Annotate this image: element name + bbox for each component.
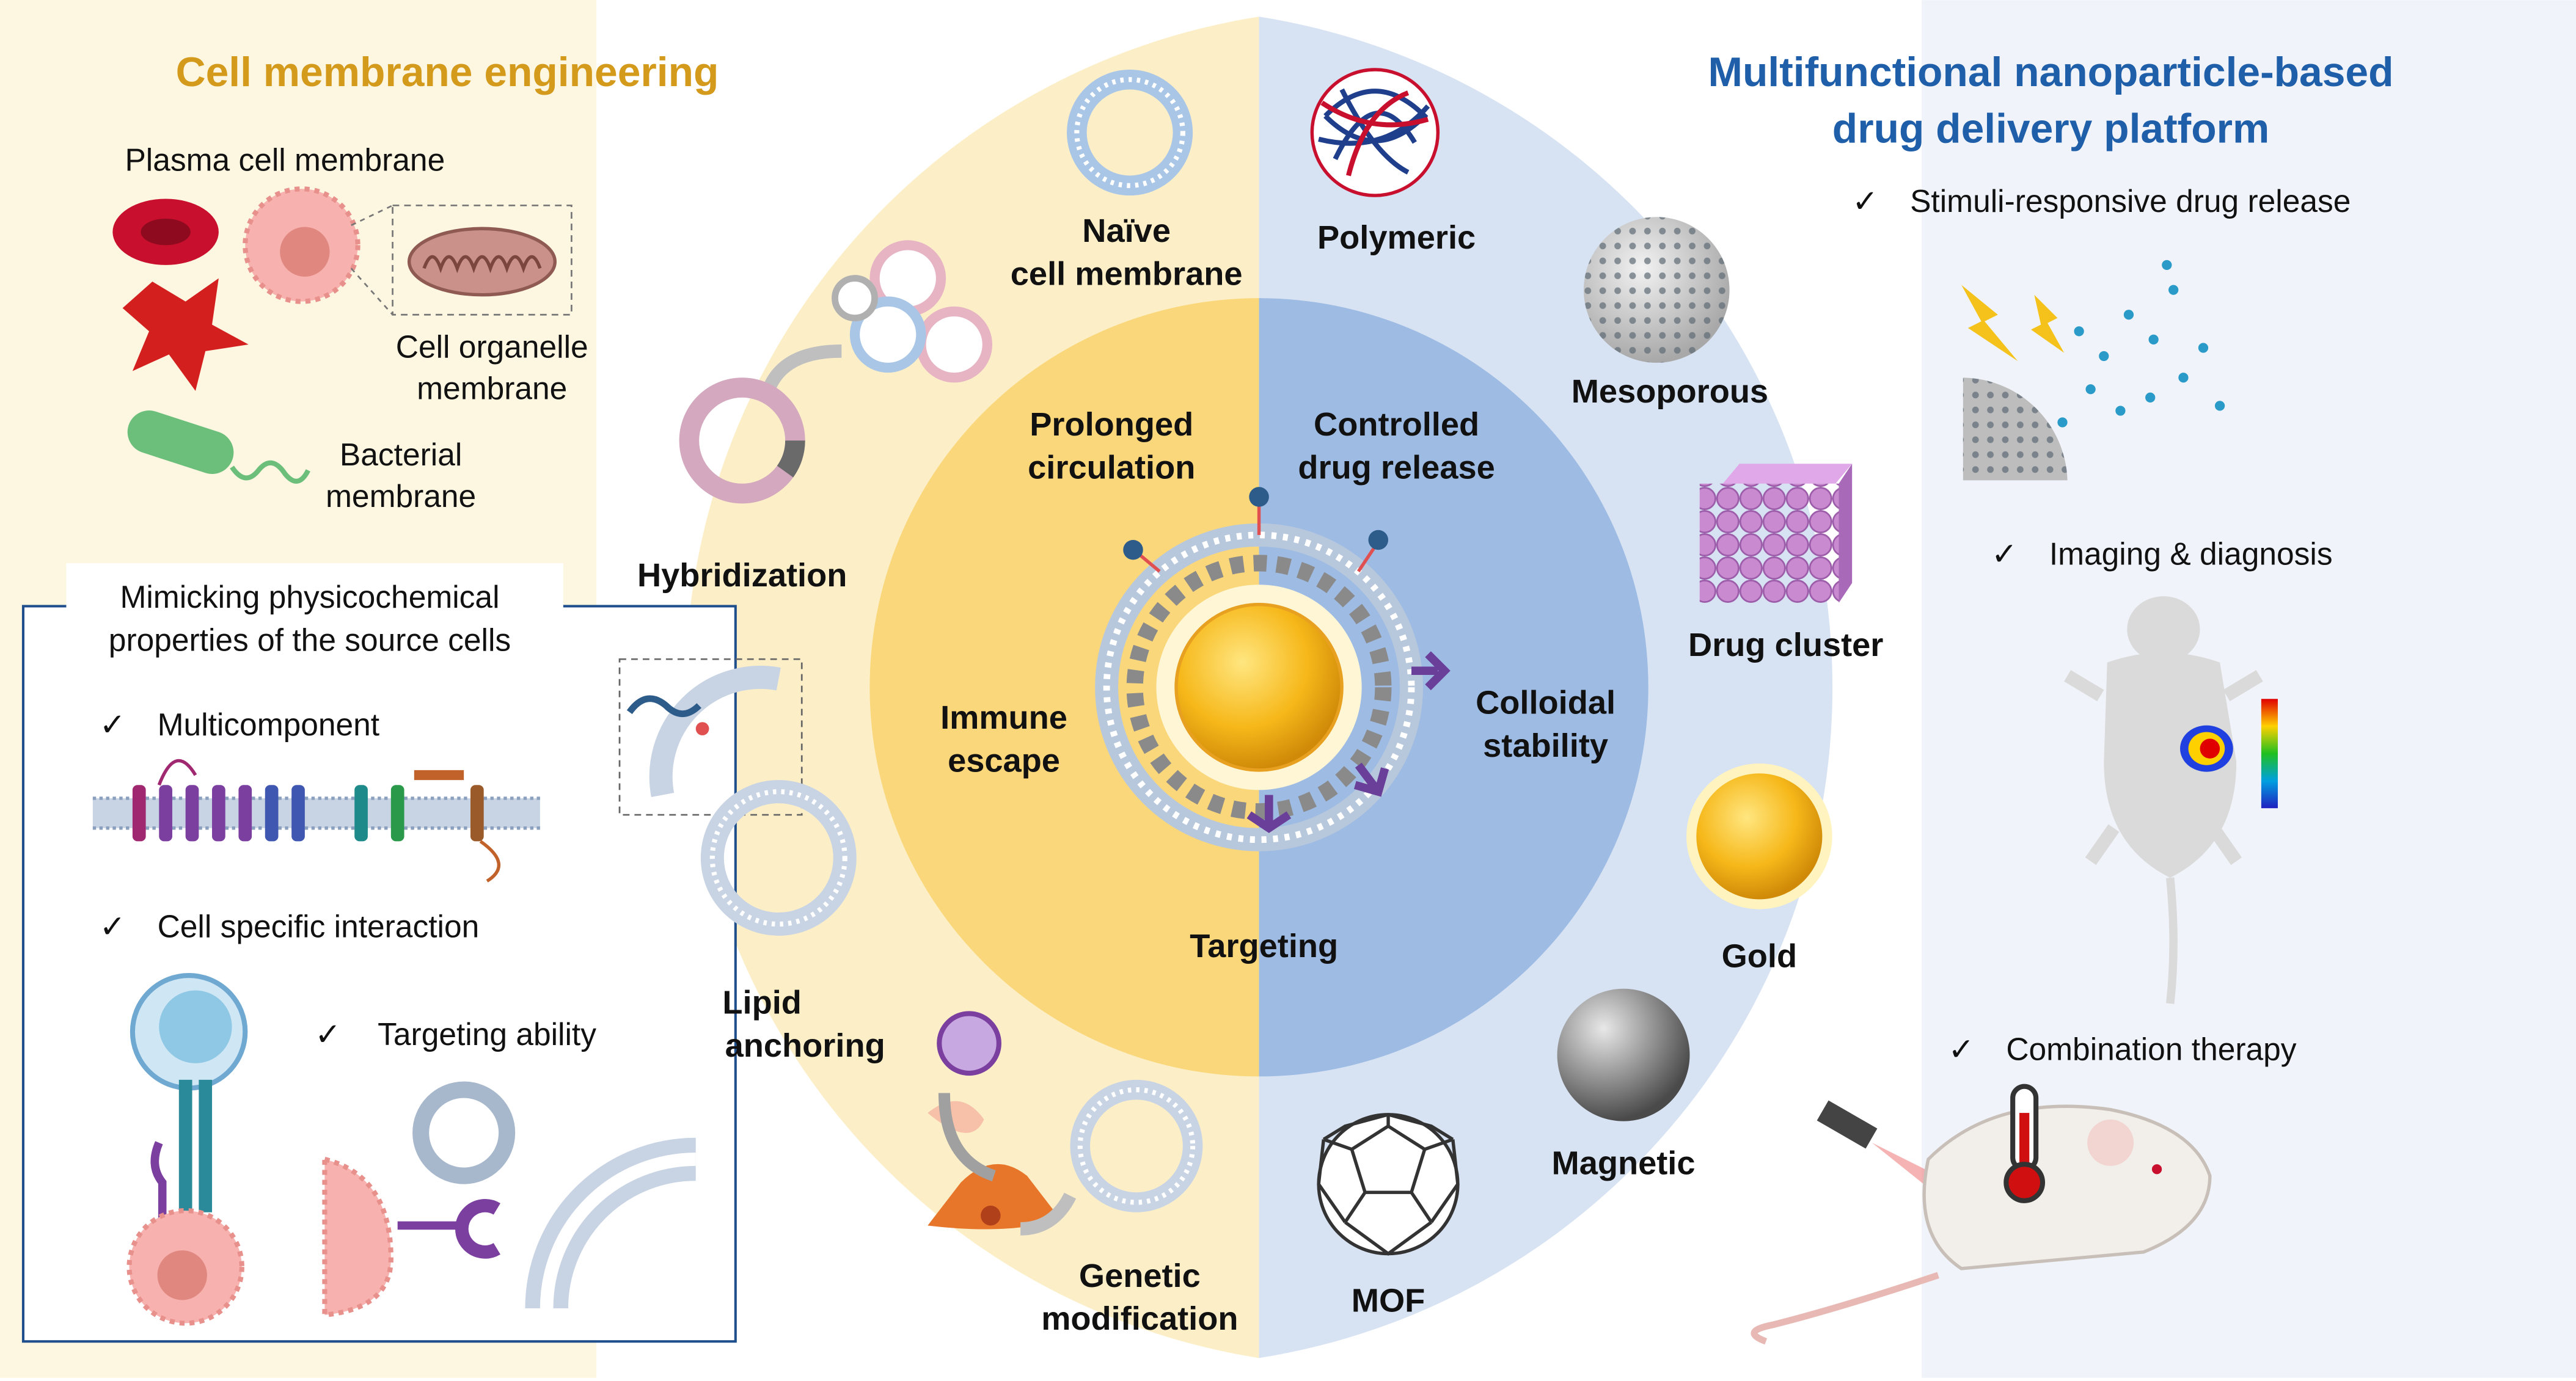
immune-cell-interaction-icon [126,972,248,1326]
bacterial-label-line1: Bacterial [340,437,462,472]
mesoporous-nanoparticle-icon [1583,217,1730,363]
organelle-label-line2: membrane [417,371,567,406]
polymeric-nanoparticle-icon [1310,68,1440,197]
magnetic-nanoparticle-icon [1557,988,1690,1121]
organelle-label-line1: Cell organelle [396,329,588,365]
genetic-modification-line1: Genetic [1079,1258,1201,1294]
naive-membrane-vesicle [1067,69,1193,196]
mof-fullerene-icon [1317,1113,1460,1256]
genetic-modification-icon [928,1011,1203,1236]
prolonged-line1: Prolonged [1030,406,1193,443]
left-title: Cell membrane engineering [176,49,719,95]
lipid-anchoring-icon [618,658,857,936]
mouse-imaging-icon [2064,596,2278,1004]
right-title-line1: Multifunctional nanoparticle-based [1708,49,2394,95]
check-icon: ✓ [100,909,126,944]
prolonged-line2: circulation [1028,450,1195,486]
platelet-icon [122,278,249,391]
laser-mouse-thermometer-icon [1751,1084,2212,1345]
drug-cluster-icon [1699,464,1853,603]
check-icon: ✓ [1852,183,1878,219]
cancer-cell-icon [243,186,360,304]
hybrid-vesicles-icon [679,240,993,504]
lipid-anchoring-line2: anchoring [725,1027,885,1064]
multicomponent-label: Multicomponent [158,707,380,742]
magnetic-label: Magnetic [1552,1145,1696,1181]
immune-line1: Immune [940,699,1067,736]
colloidal-line1: Colloidal [1476,685,1615,721]
genetic-modification-line2: modification [1041,1300,1238,1337]
hybridization-label: Hybridization [637,557,847,594]
targeting-ability-label: Targeting ability [378,1016,596,1052]
lipid-anchoring-line1: Lipid [722,984,801,1021]
polymeric-label: Polymeric [1317,219,1476,256]
cell-membrane-coated-nanoparticle [1095,487,1451,851]
gold-nanoparticle-icon [1686,763,1832,909]
mimicking-title-bg [66,563,563,663]
mimicking-title-line1: Mimicking physicochemical [120,579,499,614]
stimuli-label: Stimuli-responsive drug release [1910,183,2351,219]
bacterial-label-line2: membrane [326,478,476,514]
check-icon: ✓ [1991,536,2018,572]
right-title-line2: drug delivery platform [1832,106,2269,151]
mesoporous-label: Mesoporous [1572,373,1768,410]
check-icon: ✓ [100,707,126,742]
membrane-proteins-icon [92,759,540,883]
stimuli-release-icon [1961,260,2225,481]
controlled-line2: drug release [1298,450,1495,486]
combination-label: Combination therapy [2006,1031,2296,1066]
naive-label-line1: Naïve [1082,213,1171,249]
mimicking-title-line2: properties of the source cells [109,622,511,658]
red-blood-cell-icon [112,199,219,265]
imaging-label: Imaging & diagnosis [2049,536,2333,572]
cell-specific-label: Cell specific interaction [158,909,480,944]
mof-label: MOF [1352,1282,1425,1319]
targeting-binding-icon [322,1081,697,1318]
inner-yellow-half [869,298,1259,1077]
immune-line2: escape [948,743,1060,779]
targeting-label: Targeting [1190,928,1338,964]
check-icon: ✓ [315,1016,341,1052]
naive-label-line2: cell membrane [1011,255,1243,292]
plasma-membrane-label: Plasma cell membrane [125,142,445,177]
drug-cluster-label: Drug cluster [1688,627,1883,663]
check-icon: ✓ [1948,1031,1974,1066]
inner-blue-half [1259,298,1648,1077]
controlled-line1: Controlled [1314,406,1479,443]
colloidal-line2: stability [1483,727,1608,764]
mitochondrion-icon [407,227,557,297]
bacterium-icon [127,410,310,484]
gold-label: Gold [1722,938,1797,974]
organelle-zoom-box [392,204,573,316]
